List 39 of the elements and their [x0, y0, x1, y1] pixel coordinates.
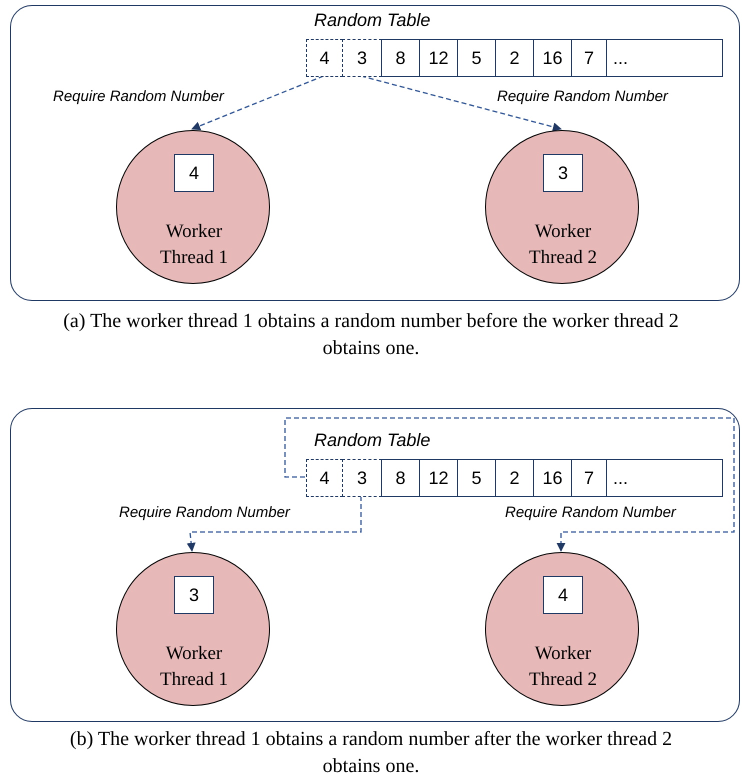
edge-label: Require Random Number — [52, 88, 225, 105]
edge-label: Require Random Number — [504, 504, 677, 521]
number-cell: ... — [606, 459, 723, 497]
dashed-arrow — [191, 75, 324, 130]
number-cell: 8 — [381, 39, 420, 77]
number-cell: 12 — [419, 39, 458, 77]
panel-frame — [10, 408, 740, 722]
thread-name: Worker Thread 1 — [158, 220, 230, 270]
number-cell: 12 — [419, 459, 458, 497]
number-cell: 5 — [457, 459, 496, 497]
caption: (b) The worker thread 1 obtains a random number after the worker thread 2 obtains one. — [68, 727, 674, 779]
number-cell: 3 — [342, 39, 382, 77]
number-cell: 4 — [306, 39, 343, 77]
table-heading: Random Table — [314, 430, 430, 451]
number-box: 3 — [174, 576, 214, 614]
number-cell: 7 — [571, 39, 607, 77]
number-box: 4 — [543, 576, 583, 614]
number-cell: 5 — [457, 39, 496, 77]
edge-label: Require Random Number — [118, 504, 291, 521]
dashed-arrow — [284, 417, 735, 552]
dashed-arrow — [186, 496, 362, 552]
number-cell: 3 — [342, 459, 382, 497]
number-cell: 2 — [495, 459, 534, 497]
number-cell: 7 — [571, 459, 607, 497]
thread-name: Worker Thread 2 — [528, 220, 598, 270]
number-cell: 4 — [306, 459, 343, 497]
number-box: 3 — [543, 154, 583, 192]
caption: (a) The worker thread 1 obtains a random number before the worker thread 2 obtains one. — [62, 309, 680, 361]
number-cell: ... — [606, 39, 723, 77]
number-cell: 16 — [533, 39, 572, 77]
number-cell: 16 — [533, 459, 572, 497]
number-box: 4 — [174, 154, 214, 192]
number-cell: 8 — [381, 459, 420, 497]
number-cell: 2 — [495, 39, 534, 77]
thread-name: Worker Thread 2 — [528, 642, 598, 692]
edge-label: Require Random Number — [496, 88, 669, 105]
panel-frame — [10, 5, 740, 301]
thread-name: Worker Thread 1 — [158, 642, 230, 692]
table-heading: Random Table — [314, 10, 430, 31]
